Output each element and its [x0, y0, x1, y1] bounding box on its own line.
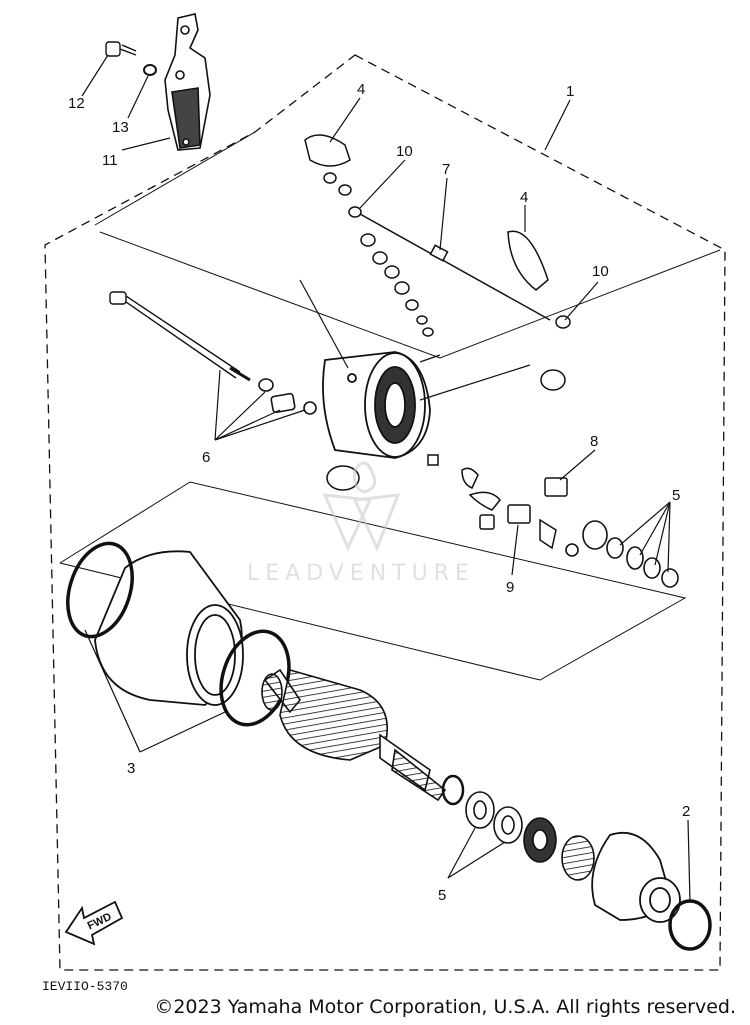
reference-lines: [59, 131, 721, 681]
leader-lines: [81, 54, 691, 903]
callout-10-right: 10: [592, 263, 609, 280]
bracket-bolt: [105, 41, 137, 57]
terminal-parts-6: [258, 378, 317, 415]
callout-9: 9: [506, 579, 514, 596]
callout-1: 1: [566, 83, 574, 100]
callout-labels: 1 4 10 7 4 10 8 5 9 6 3 5 2 11 12 13: [68, 81, 690, 904]
washer-stack-front: [441, 774, 595, 881]
washer-stack-rear: [565, 520, 679, 588]
callout-12: 12: [68, 95, 85, 112]
callout-8: 8: [590, 433, 598, 450]
callout-7: 7: [442, 161, 450, 178]
callout-4-right: 4: [520, 189, 528, 206]
armature: [261, 668, 447, 802]
mounting-bracket: [164, 13, 211, 151]
callout-13: 13: [112, 119, 129, 136]
terminal-stud-set: [304, 134, 571, 337]
copyright-notice: ©2023 Yamaha Motor Corporation, U.S.A. A…: [154, 996, 736, 1018]
callout-3: 3: [127, 760, 135, 777]
callout-4-top: 4: [357, 81, 365, 98]
callout-10-top: 10: [396, 143, 413, 160]
fwd-arrow-icon: FWD: [64, 900, 124, 946]
callout-6: 6: [202, 449, 210, 466]
callout-11: 11: [102, 152, 118, 169]
callout-5-bottom: 5: [438, 887, 446, 904]
watermark-text: LEADVENTURE: [247, 561, 475, 586]
brush-set: [326, 369, 568, 550]
watermark-logo: LEADVENTURE: [247, 461, 475, 586]
front-cover: [591, 831, 681, 923]
through-bolt: [109, 291, 251, 382]
callout-5-right: 5: [672, 487, 680, 504]
front-o-ring: [668, 899, 712, 951]
diagram-code: IEVIIO-5370: [42, 979, 128, 994]
rear-cover: [322, 351, 431, 459]
bracket-washer: [143, 64, 157, 76]
callout-2: 2: [682, 803, 690, 820]
